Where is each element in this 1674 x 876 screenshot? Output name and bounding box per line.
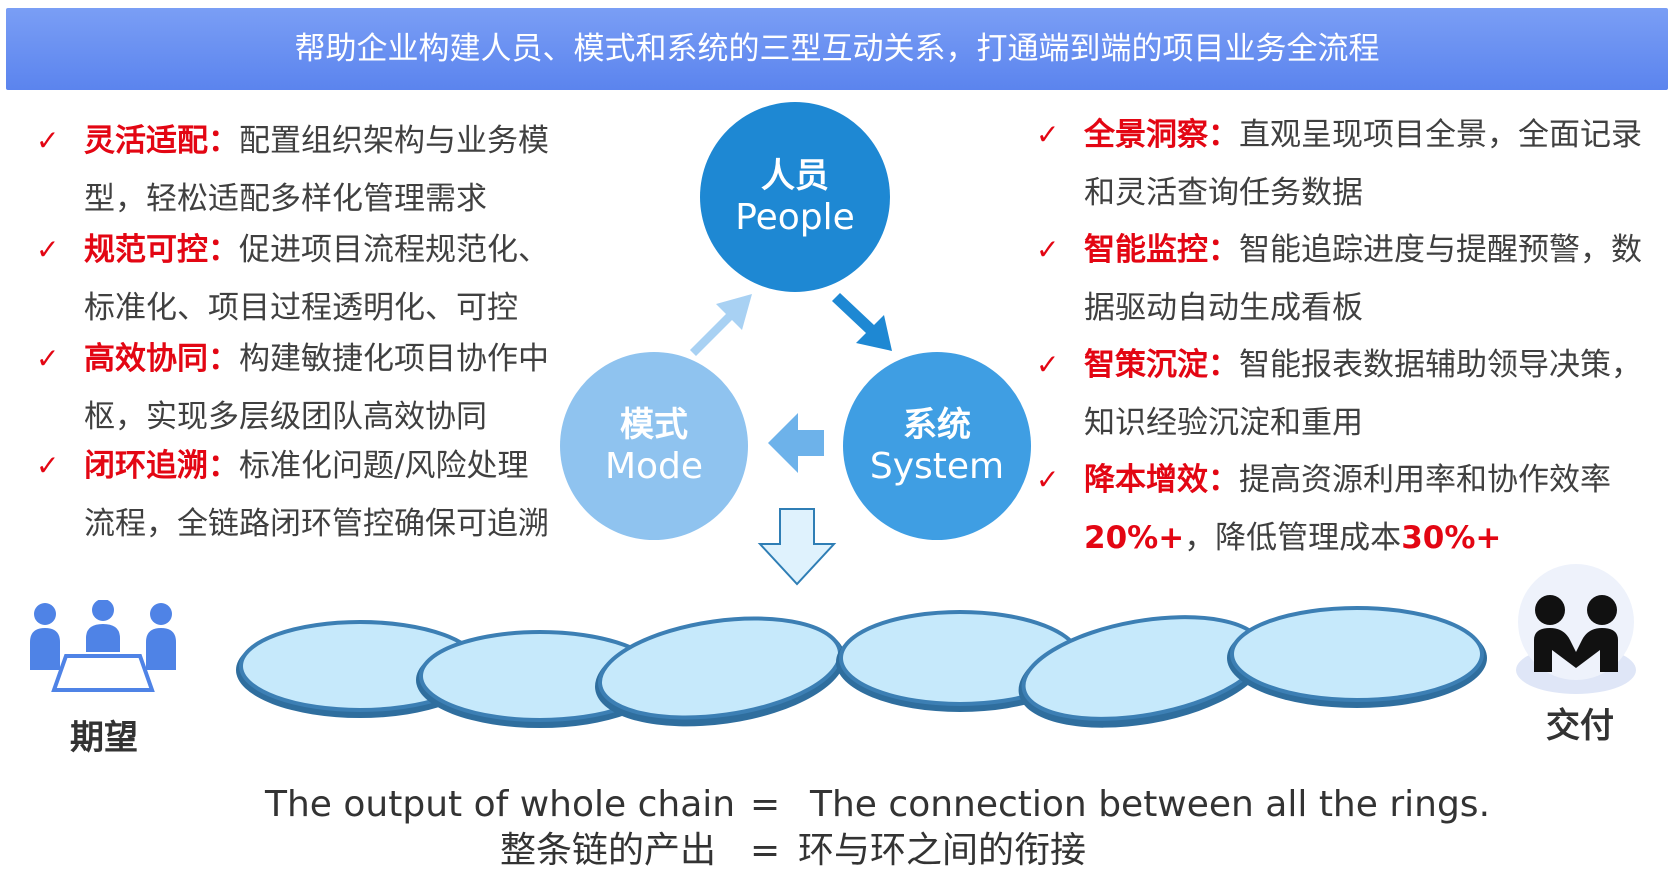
check-icon: ✓ <box>1036 118 1060 151</box>
cycle-arrow-icon <box>690 294 752 356</box>
mode-label-zh: 模式 <box>620 405 688 445</box>
people-label-zh: 人员 <box>761 156 829 196</box>
left-item-text: 标准化问题/风险处理 <box>239 448 529 484</box>
cycle-arrow-icon <box>832 293 892 351</box>
right-item-text: 知识经验沉淀和重用 <box>1084 405 1363 441</box>
ring <box>1018 615 1268 728</box>
right-item-4: ✓ 降本增效：提高资源利用率和协作效率 20%+，降低管理成本30%+ <box>1036 451 1666 567</box>
check-icon: ✓ <box>1036 233 1060 266</box>
handshake-people-icon <box>1516 564 1636 694</box>
left-item-3: ✓ 高效协同：构建敏捷化项目协作中 枢，实现多层级团队高效协同 <box>36 330 596 446</box>
right-item-1: ✓ 全景洞察：直观呈现项目全景，全面记录 和灵活查询任务数据 <box>1036 106 1666 222</box>
formula-en-left: The output of whole chain <box>265 784 736 825</box>
left-item-head: 闭环追溯： <box>84 448 239 484</box>
right-item-text: 智能追踪进度与提醒预警，数 <box>1239 232 1642 268</box>
check-icon: ✓ <box>1036 463 1060 496</box>
right-item-text: 提高资源利用率和协作效率 <box>1239 462 1611 498</box>
formula-en-equals: = <box>750 784 781 825</box>
cycle-arrow-icon <box>768 413 824 473</box>
check-icon: ✓ <box>1036 348 1060 381</box>
right-item-head: 智能监控： <box>1084 232 1239 268</box>
left-item-head: 高效协同： <box>84 341 239 377</box>
down-arrow-icon <box>757 508 837 586</box>
banner-title: 帮助企业构建人员、模式和系统的三型互动关系，打通端到端的项目业务全流程 <box>6 8 1668 90</box>
delivery-label: 交付 <box>1546 706 1614 746</box>
left-item-1: ✓ 灵活适配：配置组织架构与业务模 型，轻松适配多样化管理需求 <box>36 112 596 228</box>
ring-chain <box>236 606 1487 728</box>
left-item-text: 构建敏捷化项目协作中 <box>239 341 549 377</box>
ring <box>1227 606 1487 708</box>
right-item-text: 据驱动自动生成看板 <box>1084 290 1363 326</box>
ring <box>595 616 845 727</box>
meeting-people-icon <box>30 600 176 692</box>
check-icon: ✓ <box>36 233 60 266</box>
people-label-en: People <box>735 197 855 238</box>
left-item-head: 规范可控： <box>84 232 239 268</box>
check-icon: ✓ <box>36 124 60 157</box>
people-bubble: 人员 People <box>700 102 890 292</box>
formula-zh-right: 环与环之间的衔接 <box>798 830 1087 871</box>
left-item-head: 灵活适配： <box>84 123 239 159</box>
left-item-text: 促进项目流程规范化、 <box>239 232 549 268</box>
mode-bubble: 模式 Mode <box>560 352 748 540</box>
right-item-3: ✓ 智策沉淀：智能报表数据辅助领导决策， 知识经验沉淀和重用 <box>1036 336 1666 452</box>
stat-value: 30%+ <box>1401 520 1502 556</box>
left-item-2: ✓ 规范可控：促进项目流程规范化、 标准化、项目过程透明化、可控 <box>36 221 596 337</box>
left-item-text: 枢，实现多层级团队高效协同 <box>84 399 487 435</box>
mode-label-en: Mode <box>604 446 704 487</box>
right-item-2: ✓ 智能监控：智能追踪进度与提醒预警，数 据驱动自动生成看板 <box>1036 221 1666 337</box>
left-item-4: ✓ 闭环追溯：标准化问题/风险处理 流程，全链路闭环管控确保可追溯 <box>36 437 596 553</box>
expectation-label: 期望 <box>70 718 138 758</box>
left-item-text: 配置组织架构与业务模 <box>239 123 549 159</box>
formula-zh-left: 整条链的产出 <box>500 830 717 871</box>
right-item-text: 智能报表数据辅助领导决策， <box>1239 347 1642 383</box>
right-item-head: 降本增效： <box>1084 462 1239 498</box>
right-item-text: ，降低管理成本 <box>1184 520 1402 556</box>
check-icon: ✓ <box>36 449 60 482</box>
right-item-text: 和灵活查询任务数据 <box>1084 175 1363 211</box>
right-item-text: 直观呈现项目全景，全面记录 <box>1239 117 1642 153</box>
system-bubble: 系统 System <box>843 352 1031 540</box>
check-icon: ✓ <box>36 342 60 375</box>
system-label-en: System <box>869 446 1005 487</box>
left-item-text: 型，轻松适配多样化管理需求 <box>84 181 487 217</box>
left-item-text: 标准化、项目过程透明化、可控 <box>84 290 518 326</box>
right-item-head: 全景洞察： <box>1084 117 1239 153</box>
formula-en-right: The connection between all the rings. <box>810 784 1491 825</box>
right-item-head: 智策沉淀： <box>1084 347 1239 383</box>
left-item-text: 流程，全链路闭环管控确保可追溯 <box>84 506 549 542</box>
formula-zh-equals: = <box>750 830 781 871</box>
system-label-zh: 系统 <box>903 405 971 445</box>
stat-value: 20%+ <box>1084 520 1185 556</box>
